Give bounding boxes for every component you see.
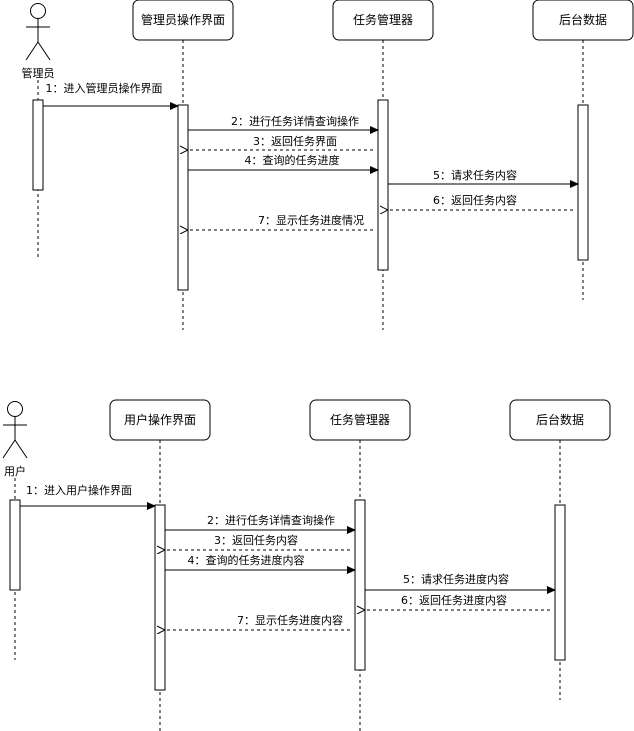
svg-text:5：请求任务进度内容: 5：请求任务进度内容 [403,572,509,586]
message-2: 2：进行任务详情查询操作 [165,513,356,534]
message-1: 1：进入用户操作界面 [20,483,156,510]
participant-label: 后台数据 [559,12,607,27]
svg-text:1：进入管理员操作界面: 1：进入管理员操作界面 [46,81,163,95]
message-5: 5：请求任务内容 [388,168,579,188]
svg-text:6：返回任务内容: 6：返回任务内容 [433,193,517,207]
sequence-diagram-admin: 管理员 管理员操作界面 任务管理器 后台数据 1：进入管理员操作界面 2：进行任… [22,0,634,330]
participant-label: 管理员操作界面 [141,12,225,27]
activation-backend-data [577,104,589,261]
participant-label: 用户操作界面 [124,412,196,427]
stick-figure-icon [2,401,28,459]
actor-user: 用户 [2,401,28,478]
sequence-diagram-user: 用户 用户操作界面 任务管理器 后台数据 1：进入用户操作界面 2：进行任务详情… [2,399,611,731]
actor-label: 用户 [4,464,26,478]
activation-admin-ui [177,104,189,291]
svg-text:1：进入用户操作界面: 1：进入用户操作界面 [26,483,132,497]
participant-label: 任务管理器 [353,12,413,27]
svg-text:2：进行任务详情查询操作: 2：进行任务详情查询操作 [207,513,335,527]
message-1: 1：进入管理员操作界面 [43,81,179,110]
message-7: 7：显示任务进度情况 [188,213,373,230]
activation-user [9,499,21,591]
message-5: 5：请求任务进度内容 [365,572,556,594]
activation-user-ui [154,504,166,691]
svg-text:5：请求任务内容: 5：请求任务内容 [433,168,517,182]
message-4: 4：查询的任务进度 [188,153,379,174]
svg-text:2：进行任务详情查询操作: 2：进行任务详情查询操作 [231,114,359,128]
participant-label: 任务管理器 [330,412,390,427]
message-6: 6：返回任务进度内容 [365,593,550,610]
svg-text:3：返回任务内容: 3：返回任务内容 [214,533,298,547]
activation-admin [32,99,44,191]
activation-task-manager [354,499,366,671]
message-7: 7：显示任务进度内容 [165,613,350,630]
actor-label: 管理员 [22,66,55,80]
svg-text:7：显示任务进度内容: 7：显示任务进度内容 [237,613,343,627]
activation-backend-data [554,504,566,661]
svg-text:6：返回任务进度内容: 6：返回任务进度内容 [401,593,507,607]
message-2: 2：进行任务详情查询操作 [188,114,379,134]
svg-text:4：查询的任务进度: 4：查询的任务进度 [245,153,340,167]
message-3: 3：返回任务界面 [188,135,373,150]
stick-figure-icon [25,3,51,61]
participant-label: 后台数据 [536,412,584,427]
svg-text:4：查询的任务进度内容: 4：查询的任务进度内容 [188,553,305,567]
message-6: 6：返回任务内容 [388,193,573,210]
message-3: 3：返回任务内容 [165,533,350,550]
actor-admin: 管理员 [22,3,55,80]
message-4: 4：查询的任务进度内容 [165,553,356,574]
svg-text:7：显示任务进度情况: 7：显示任务进度情况 [258,213,364,227]
activation-task-manager [377,99,389,271]
svg-text:3：返回任务界面: 3：返回任务界面 [253,135,337,148]
